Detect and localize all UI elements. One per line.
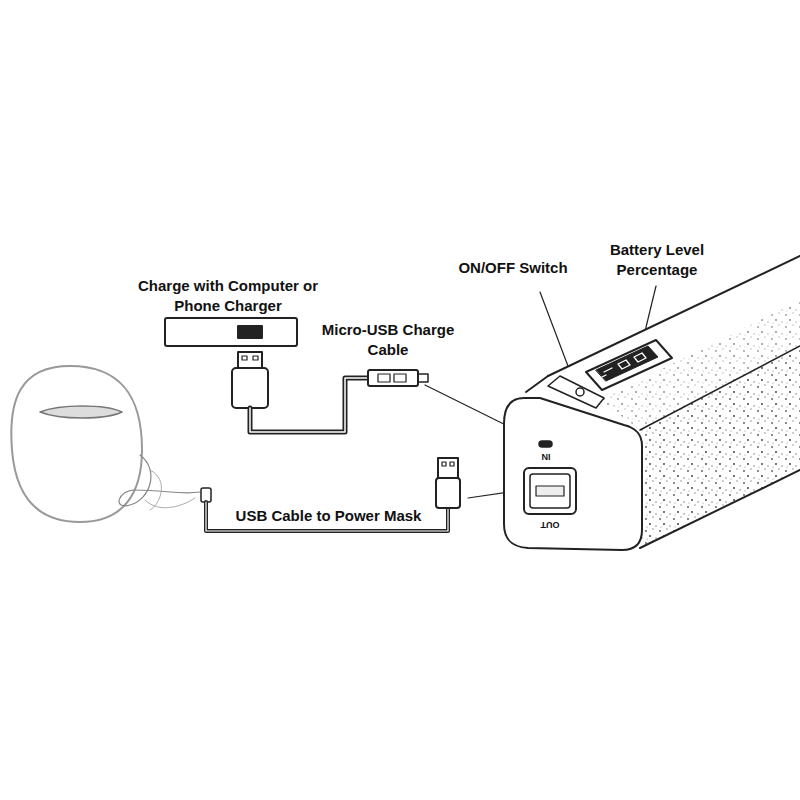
port-marking: OUT	[535, 518, 565, 530]
mask-plug	[201, 488, 211, 502]
charger	[165, 318, 297, 346]
front-face	[504, 398, 642, 550]
port-marking: IN	[534, 450, 558, 462]
usb-plug-head	[438, 458, 458, 478]
callout-label: Battery Level Percentage	[582, 240, 732, 279]
callout-label: USB Cable to Power Mask	[216, 506, 441, 526]
callout-label: Charge with Computer or Phone Charger	[133, 276, 323, 315]
mask-cable	[206, 502, 448, 531]
usb-out-port	[524, 468, 576, 514]
charge-cable	[250, 378, 368, 432]
battery-display	[586, 340, 672, 390]
micro-usb-plug	[368, 370, 418, 386]
usb-plug-body	[232, 368, 268, 408]
usb-plug-body	[436, 478, 460, 508]
callout-label: Micro-USB Charge Cable	[318, 320, 458, 359]
callout-label: ON/OFF Switch	[458, 258, 568, 278]
charger-port	[238, 326, 262, 338]
tube-edge	[640, 470, 800, 548]
usb-plug-head	[238, 352, 262, 368]
display-window	[596, 346, 658, 381]
micro-usb-port	[539, 441, 552, 447]
mask-slot	[40, 406, 122, 418]
on-off-switch	[576, 388, 584, 396]
mask	[11, 366, 142, 522]
